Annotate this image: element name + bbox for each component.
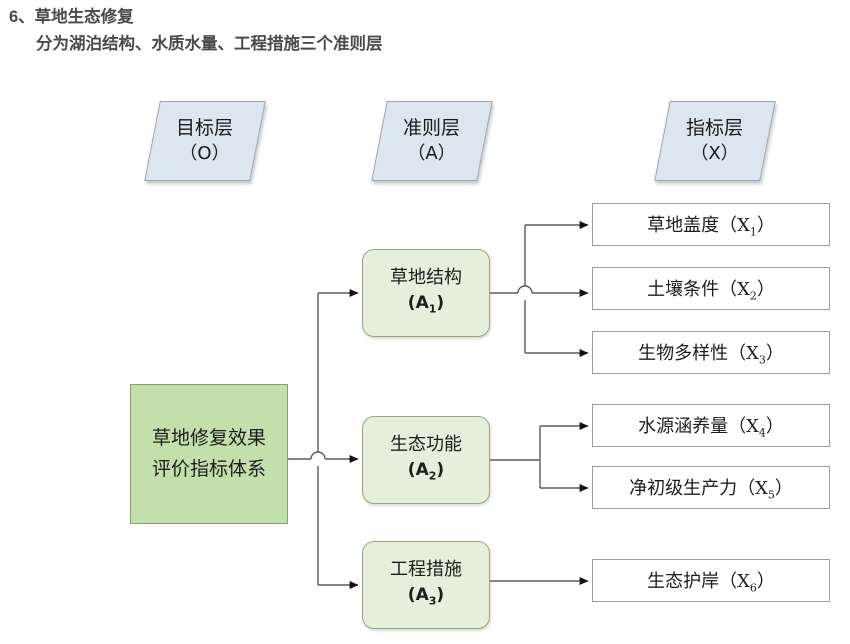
layer-tag-index-inner: 指标层 （X）	[686, 116, 743, 166]
indicator-node-x2[interactable]: 土壤条件（X2）	[592, 267, 830, 310]
goal-node-label: 草地修复效果评价指标体系	[151, 427, 266, 480]
layer-tag-goal-title: 目标层	[176, 117, 234, 139]
layer-tag-index-code: （X）	[690, 143, 740, 164]
indicator-node-x2-label: 土壤条件（X2）	[647, 278, 775, 303]
criteria-node-a1[interactable]: 草地结构 (A1)	[362, 249, 490, 337]
layer-tag-criteria-code: （A）	[407, 143, 457, 164]
indicator-node-x3[interactable]: 生物多样性（X3）	[592, 331, 830, 374]
goal-node[interactable]: 草地修复效果评价指标体系	[130, 384, 288, 524]
indicator-node-x4-label: 水源涵养量（X4）	[638, 415, 784, 440]
layer-tag-goal-inner: 目标层 （O）	[176, 116, 233, 166]
layer-tag-criteria-title: 准则层	[403, 117, 461, 139]
indicator-node-x1-label: 草地盖度（X1）	[647, 214, 775, 239]
heading-line-2: 分为湖泊结构、水质水量、工程措施三个准则层	[36, 35, 383, 53]
layer-tag-index: 指标层 （X）	[654, 101, 776, 181]
criteria-node-a1-label: 草地结构	[390, 267, 462, 289]
layer-tag-criteria-inner: 准则层 （A）	[403, 116, 460, 166]
layer-tag-criteria: 准则层 （A）	[371, 101, 493, 181]
indicator-node-x5[interactable]: 净初级生产力（X5）	[592, 466, 830, 509]
criteria-node-a3-label: 工程措施	[390, 559, 462, 581]
criteria-node-a3[interactable]: 工程措施 (A3)	[362, 541, 490, 629]
indicator-node-x6-label: 生态护岸（X6）	[647, 570, 775, 595]
criteria-node-a3-code: (A3)	[407, 585, 445, 608]
indicator-node-x1[interactable]: 草地盖度（X1）	[592, 203, 830, 246]
indicator-node-x4[interactable]: 水源涵养量（X4）	[592, 404, 830, 447]
layer-tag-goal-code: （O）	[179, 143, 231, 164]
heading-line-1: 6、草地生态修复	[9, 8, 134, 26]
indicator-node-x6[interactable]: 生态护岸（X6）	[592, 559, 830, 602]
layer-tag-goal: 目标层 （O）	[144, 101, 266, 181]
criteria-node-a2-label: 生态功能	[390, 434, 462, 456]
indicator-node-x5-label: 净初级生产力（X5）	[629, 477, 793, 502]
criteria-node-a2-code: (A2)	[407, 460, 445, 483]
layer-tag-index-title: 指标层	[686, 117, 744, 139]
criteria-node-a1-code: (A1)	[407, 293, 445, 316]
indicator-node-x3-label: 生物多样性（X3）	[638, 342, 784, 367]
criteria-node-a2[interactable]: 生态功能 (A2)	[362, 416, 490, 504]
